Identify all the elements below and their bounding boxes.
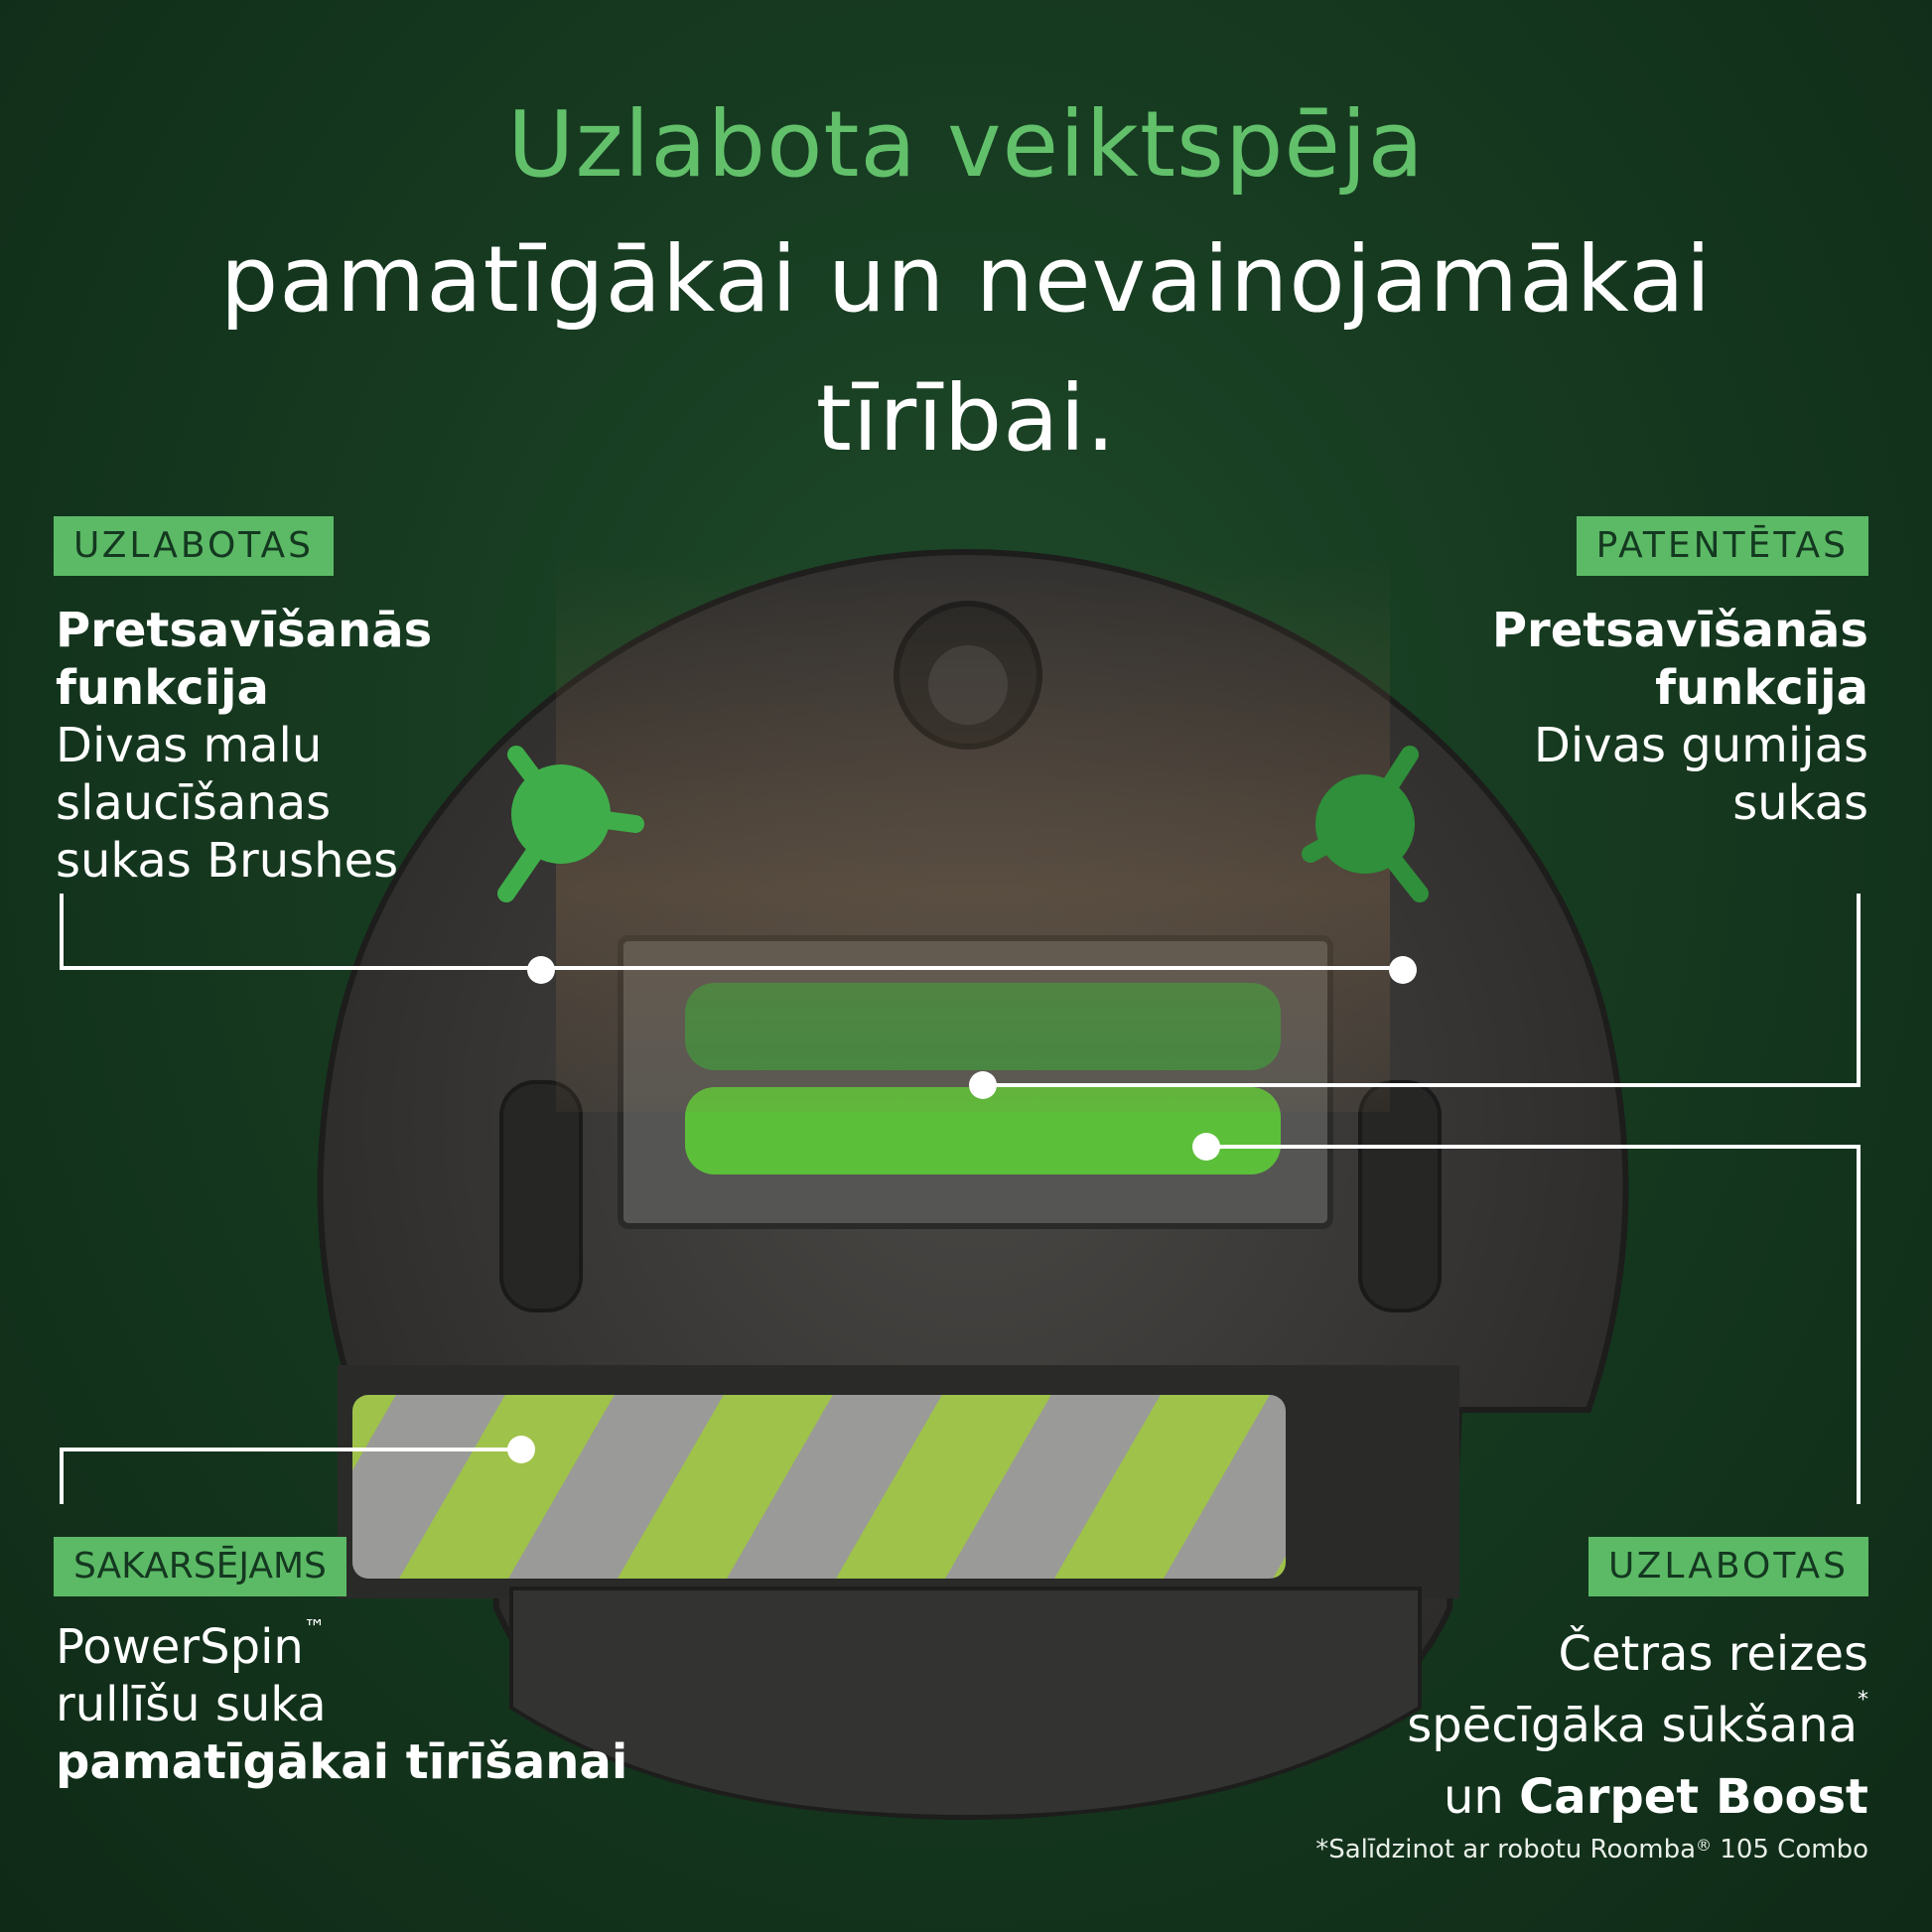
callout-bottom-right-text-3-bold: Carpet Boost	[1519, 1769, 1868, 1825]
callout-line-bottom-left	[60, 1448, 521, 1504]
callout-top-right: Pretsavīšanās funkcija Divas gumijas suk…	[1492, 602, 1868, 832]
badge-bottom-right: UZLABOTAS	[1588, 1537, 1868, 1596]
callout-top-right-title-2: funkcija	[1655, 660, 1868, 716]
badge-bottom-left: SAKARSĒJAMS	[54, 1537, 346, 1596]
callout-line-top-left	[60, 894, 541, 970]
callout-top-right-title-1: Pretsavīšanās	[1491, 603, 1868, 658]
registered-symbol: ®	[1696, 1836, 1713, 1855]
footnote: *Salīdzinot ar robotu Roomba® 105 Combo	[1315, 1835, 1868, 1864]
callout-top-left-text-1: Divas malu	[56, 718, 323, 773]
footnote-prefix: *Salīdzinot ar robotu Roomba	[1315, 1835, 1697, 1864]
callout-top-left-text-3: sukas Brushes	[56, 833, 399, 889]
callout-dots	[507, 956, 1417, 1463]
badge-top-left: UZLABOTAS	[54, 516, 334, 576]
callout-top-left: Pretsavīšanās funkcija Divas malu slaucī…	[56, 602, 432, 890]
dust-bin	[509, 1587, 1422, 1820]
callout-top-left-title-1: Pretsavīšanās	[56, 603, 433, 658]
powerspin-roller	[352, 1395, 1286, 1579]
right-wheel	[1358, 1080, 1442, 1312]
callout-bottom-left-text-2: rullīšu suka	[56, 1677, 327, 1732]
left-wheel	[499, 1080, 583, 1312]
trademark-symbol: ™	[303, 1616, 326, 1641]
headline-line-1: Uzlabota veiktspēja	[507, 91, 1425, 198]
right-side-brush	[1302, 746, 1429, 902]
callout-top-right-text-1: Divas gumijas	[1533, 718, 1868, 773]
asterisk-symbol: *	[1858, 1688, 1868, 1713]
headline-line-2: pamatīgākai un nevainojamākai	[219, 226, 1713, 333]
callout-line-low-right	[1206, 1145, 1861, 1504]
left-side-brush	[497, 746, 644, 902]
callout-bottom-left-text-1: PowerSpin	[56, 1619, 304, 1675]
badge-top-right: PATENTĒTAS	[1576, 516, 1868, 576]
callout-bottom-right-text-3-prefix: un	[1443, 1769, 1520, 1825]
callout-lines	[60, 894, 1861, 1504]
headline-line-3: tīrībai.	[815, 365, 1117, 472]
callout-bottom-left: PowerSpin™ rullīšu suka pamatīgākai tīrī…	[56, 1618, 627, 1791]
callout-top-left-text-2: slaucīšanas	[56, 775, 332, 831]
callout-top-right-text-2: sukas	[1732, 775, 1868, 831]
callout-top-left-title-2: funkcija	[56, 660, 269, 716]
callout-bottom-right: Četras reizes spēcīgāka sūkšana* un Carp…	[1407, 1618, 1868, 1833]
callout-line-mid-right	[983, 894, 1861, 1087]
callout-bottom-right-text-1: Četras reizes	[1558, 1626, 1868, 1682]
callout-bottom-left-text-3: pamatīgākai tīrīšanai	[56, 1734, 628, 1790]
callout-bottom-right-text-2: spēcīgāka sūkšana	[1407, 1698, 1858, 1753]
footnote-suffix: 105 Combo	[1712, 1835, 1868, 1864]
